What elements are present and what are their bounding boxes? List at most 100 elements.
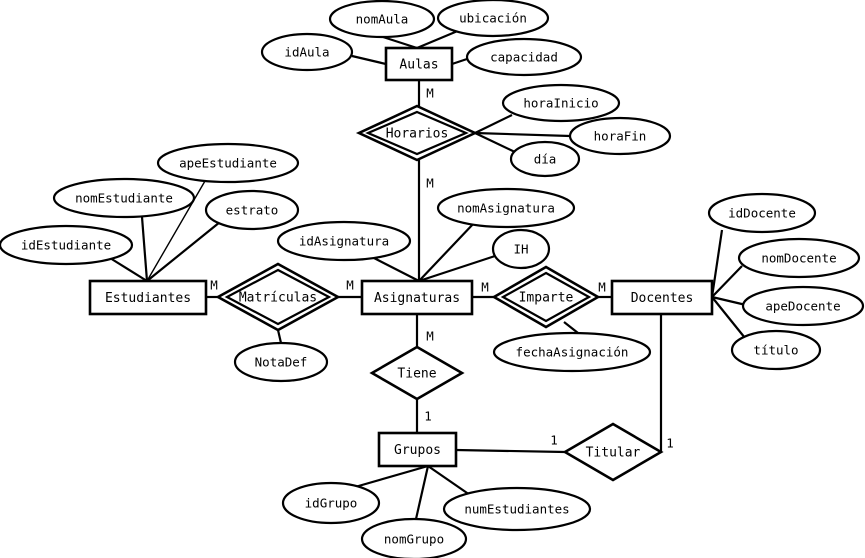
connector-line [416, 28, 461, 50]
attribute-label: idAsignatura [299, 234, 389, 249]
attribute-ellipse [707, 192, 817, 234]
attribute-label: idGrupo [305, 496, 358, 511]
attribute-node[interactable]: día [509, 140, 581, 178]
relationship-diamond [491, 265, 601, 329]
attribute-ellipse [52, 177, 196, 219]
attribute-ellipse [741, 285, 865, 327]
attribute-label: fechaAsignación [516, 345, 629, 360]
relationship-node[interactable]: Imparte [491, 265, 601, 329]
connector-line [418, 254, 496, 283]
attribute-node[interactable]: estrato [204, 189, 300, 231]
connector-layer [109, 28, 747, 520]
attribute-node[interactable]: idGrupo [281, 481, 381, 525]
cardinality-label: M [426, 86, 434, 101]
connector-line [371, 256, 420, 282]
attribute-label: apeEstudiante [179, 156, 277, 171]
attribute-label: nomDocente [761, 251, 836, 266]
attribute-node[interactable]: apeEstudiante [156, 142, 300, 184]
connector-line [109, 257, 148, 282]
entity-label: Docentes [631, 291, 694, 306]
attribute-node[interactable]: idEstudiante [0, 224, 134, 266]
relationship-label: Tiene [397, 367, 436, 382]
attribute-node[interactable]: apeDocente [741, 285, 865, 327]
connector-line [140, 216, 149, 282]
attribute-node[interactable]: capacidad [465, 37, 583, 77]
cardinality-label: 1 [424, 409, 432, 424]
connector-line [474, 132, 518, 154]
attribute-ellipse [737, 237, 861, 279]
attribute-ellipse [730, 329, 822, 371]
relationship-diamond-inner [365, 110, 469, 156]
attribute-node[interactable]: nomGrupo [360, 517, 468, 558]
attribute-label: nomEstudiante [75, 191, 173, 206]
connector-line [276, 329, 283, 344]
attribute-ellipse [436, 0, 550, 38]
connector-line [563, 321, 579, 334]
attribute-label: IH [513, 242, 528, 257]
attribute-ellipse [492, 331, 652, 373]
entity-label: Aulas [399, 58, 438, 73]
attribute-label: idEstudiante [21, 238, 111, 253]
connector-line [414, 465, 430, 520]
cardinality-label: M [426, 329, 434, 344]
attribute-ellipse [281, 481, 381, 525]
entity-box [360, 279, 474, 316]
entity-box [88, 279, 208, 316]
relationship-node[interactable]: Matrículas [215, 262, 341, 332]
attribute-node[interactable]: nomEstudiante [52, 177, 196, 219]
attribute-node[interactable]: nomDocente [737, 237, 861, 279]
attribute-node[interactable]: idDocente [707, 192, 817, 234]
attribute-node[interactable]: nomAsignatura [436, 187, 576, 229]
attribute-node[interactable]: numEstudiantes [442, 486, 592, 532]
attribute-node[interactable]: horaInicio [501, 83, 621, 123]
relationship-label: Titular [586, 446, 641, 461]
attribute-node[interactable]: título [730, 329, 822, 371]
connector-line [418, 221, 476, 282]
attribute-node[interactable]: nomAula [328, 0, 436, 39]
cardinality-label: M [426, 176, 434, 191]
attribute-node[interactable]: idAsignatura [276, 220, 412, 262]
attribute-label: NotaDef [255, 355, 308, 370]
attribute-label: nomAsignatura [457, 201, 555, 216]
connector-line [711, 295, 747, 307]
connector-line [146, 180, 206, 282]
entity-node[interactable]: Aulas [384, 46, 454, 82]
connector-line [455, 448, 566, 454]
attribute-ellipse [568, 116, 672, 156]
attribute-label: nomGrupo [384, 532, 444, 547]
attribute-node[interactable]: fechaAsignación [492, 331, 652, 373]
connector-line [382, 35, 418, 50]
attribute-label: apeDocente [765, 299, 840, 314]
relationship-node[interactable]: Titular [562, 422, 664, 482]
connector-line [351, 54, 387, 66]
relationship-diamond [355, 104, 479, 162]
attribute-node[interactable]: ubicación [436, 0, 550, 38]
attribute-node[interactable]: idAula [260, 32, 354, 72]
entity-node[interactable]: Asignaturas [360, 279, 474, 316]
entity-node[interactable]: Grupos [377, 431, 458, 468]
relationship-label: Imparte [519, 291, 574, 306]
connector-line [146, 221, 221, 282]
attribute-ellipse [436, 187, 576, 229]
attribute-node[interactable]: horaFin [568, 116, 672, 156]
entity-label: Asignaturas [374, 291, 460, 306]
connector-line [711, 296, 746, 339]
entity-node[interactable]: Estudiantes [88, 279, 208, 316]
relationship-diamond [369, 345, 465, 401]
relationship-diamond [215, 262, 341, 332]
attribute-node[interactable]: NotaDef [233, 341, 329, 383]
entity-node[interactable]: Docentes [610, 279, 714, 316]
attribute-node[interactable]: IH [491, 228, 551, 270]
relationship-node[interactable]: Horarios [355, 104, 479, 162]
connector-line [474, 114, 513, 134]
cardinality-label: M [598, 280, 606, 295]
relationship-diamond-inner [224, 268, 332, 326]
relationship-node[interactable]: Tiene [369, 345, 465, 401]
attribute-label: día [534, 152, 557, 167]
attribute-ellipse [360, 517, 468, 558]
